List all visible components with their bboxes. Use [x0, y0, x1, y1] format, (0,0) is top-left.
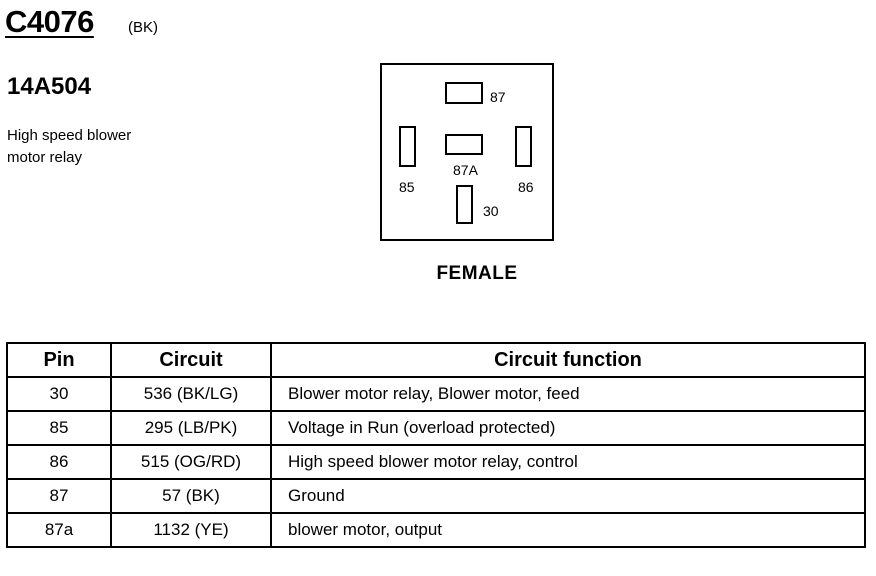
header-pin: Pin	[6, 342, 112, 378]
terminal-87a	[445, 134, 483, 155]
table-row: 87 57 (BK) Ground	[6, 478, 866, 514]
pin-label-86: 86	[518, 179, 534, 195]
description-line-2: motor relay	[7, 149, 83, 166]
header-circuit-function: Circuit function	[270, 342, 866, 378]
description-line-1: High speed blower	[7, 127, 132, 144]
function-cell: Voltage in Run (overload protected)	[270, 410, 866, 446]
connector-id: C4076	[5, 4, 94, 39]
circuit-cell: 536 (BK/LG)	[110, 376, 272, 412]
pin-cell: 87a	[6, 512, 112, 548]
pin-cell: 87	[6, 478, 112, 514]
component-description: High speed blower motor relay	[7, 125, 177, 169]
header-circuit: Circuit	[110, 342, 272, 378]
table-header-row: Pin Circuit Circuit function	[6, 342, 866, 378]
function-cell: High speed blower motor relay, control	[270, 444, 866, 480]
table-row: 30 536 (BK/LG) Blower motor relay, Blowe…	[6, 376, 866, 412]
pin-cell: 30	[6, 376, 112, 412]
face-type-label: FEMALE	[436, 263, 518, 284]
pin-label-87a: 87A	[453, 162, 478, 178]
pin-cell: 85	[6, 410, 112, 446]
function-cell: Ground	[270, 478, 866, 514]
circuit-cell: 295 (LB/PK)	[110, 410, 272, 446]
pin-label-30: 30	[483, 203, 499, 219]
function-cell: blower motor, output	[270, 512, 866, 548]
function-cell: Blower motor relay, Blower motor, feed	[270, 376, 866, 412]
pin-label-85: 85	[399, 179, 415, 195]
terminal-85	[399, 126, 416, 167]
table-row: 85 295 (LB/PK) Voltage in Run (overload …	[6, 410, 866, 446]
pin-label-87: 87	[490, 89, 506, 105]
table-row: 86 515 (OG/RD) High speed blower motor r…	[6, 444, 866, 480]
pin-table: Pin Circuit Circuit function 30 536 (BK/…	[6, 342, 866, 548]
connector-face-diagram: 87 87A 85 86 30	[380, 63, 554, 241]
terminal-86	[515, 126, 532, 167]
circuit-cell: 515 (OG/RD)	[110, 444, 272, 480]
connector-color: (BK)	[128, 19, 158, 36]
circuit-cell: 1132 (YE)	[110, 512, 272, 548]
part-number: 14A504	[7, 73, 92, 100]
table-row: 87a 1132 (YE) blower motor, output	[6, 512, 866, 548]
pin-cell: 86	[6, 444, 112, 480]
terminal-30	[456, 185, 473, 224]
circuit-cell: 57 (BK)	[110, 478, 272, 514]
terminal-87	[445, 82, 483, 104]
